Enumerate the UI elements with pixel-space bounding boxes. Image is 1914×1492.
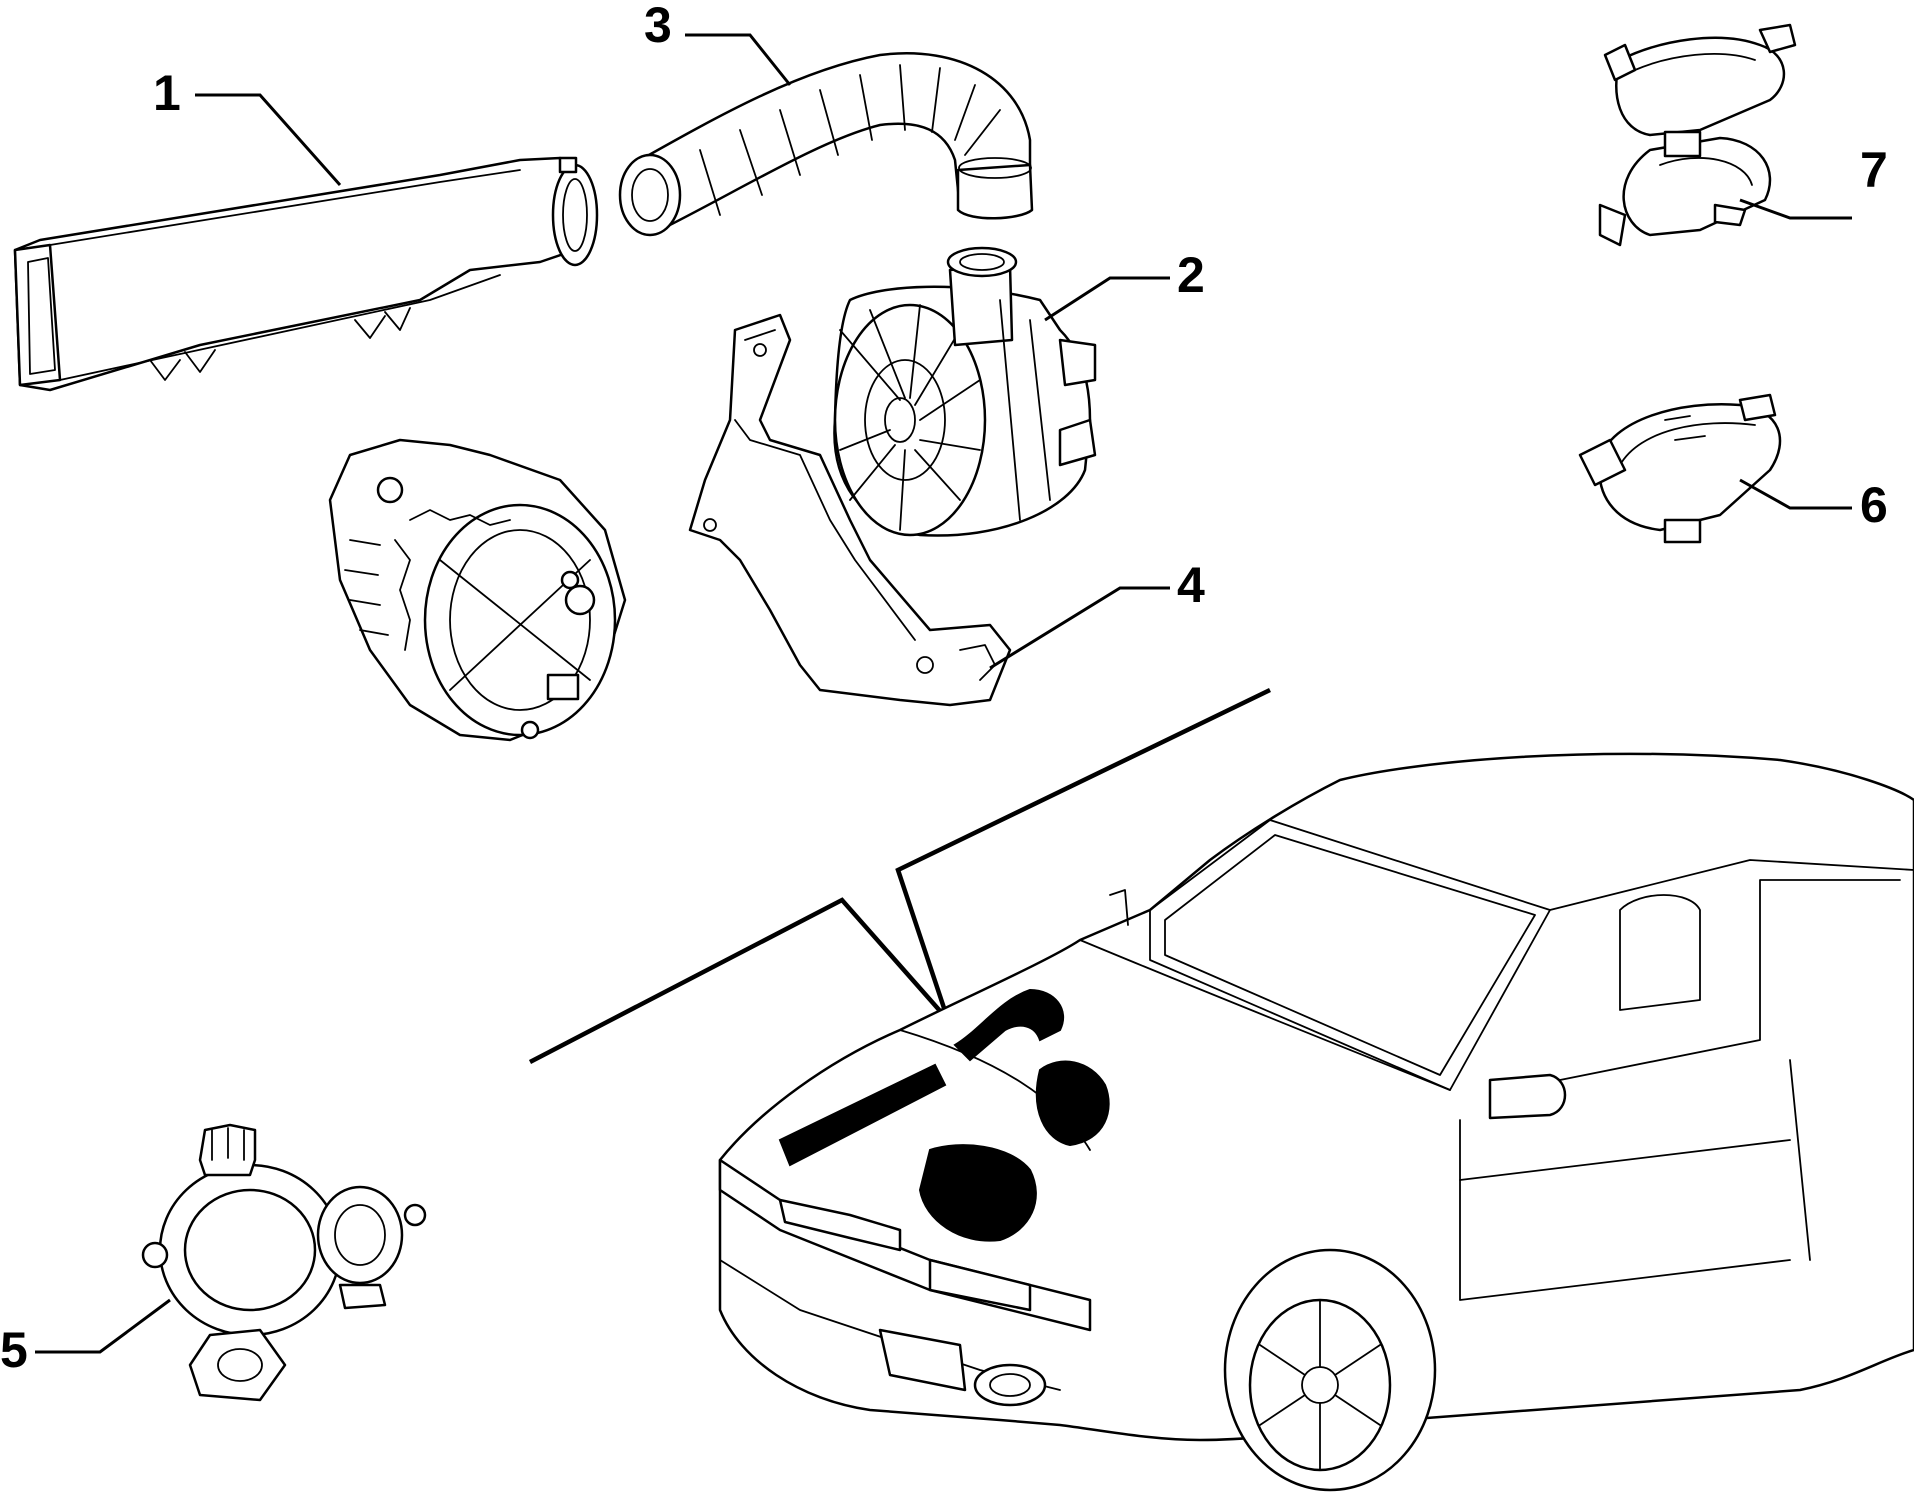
leader-3 — [685, 33, 792, 86]
leader-1 — [195, 93, 342, 186]
part-7-double-clip[interactable] — [1598, 23, 1797, 247]
leader-7 — [1739, 198, 1852, 220]
alternator[interactable] — [328, 438, 627, 742]
callout-7: 7 — [1860, 142, 1888, 198]
callout-3: 3 — [644, 0, 672, 53]
part-6-single-clip[interactable] — [1578, 393, 1782, 544]
part-3-corrugated-hose[interactable] — [618, 52, 1034, 237]
leader-4 — [989, 586, 1170, 670]
part-4-bracket[interactable] — [688, 313, 1012, 707]
highlight-hose — [953, 988, 1065, 1062]
callout-2: 2 — [1177, 247, 1205, 303]
callout-1: 1 — [153, 65, 181, 121]
callout-labels: 1 2 3 4 5 6 7 — [0, 0, 1888, 1378]
leader-6 — [1739, 478, 1852, 510]
leader-5 — [35, 1298, 171, 1354]
callout-6: 6 — [1860, 477, 1888, 533]
highlight-duct — [778, 1063, 947, 1167]
callout-5: 5 — [0, 1322, 28, 1378]
part-2-air-pump[interactable] — [833, 246, 1097, 537]
vehicle-location-view — [528, 687, 1914, 1492]
leader-lines — [35, 33, 1852, 1354]
highlight-pump — [1035, 1060, 1110, 1147]
part-1-air-duct[interactable] — [13, 156, 599, 392]
part-5-clamp[interactable] — [141, 1123, 427, 1402]
callout-4: 4 — [1177, 557, 1205, 613]
leader-2 — [1044, 276, 1170, 322]
highlight-alternator — [918, 1144, 1037, 1242]
